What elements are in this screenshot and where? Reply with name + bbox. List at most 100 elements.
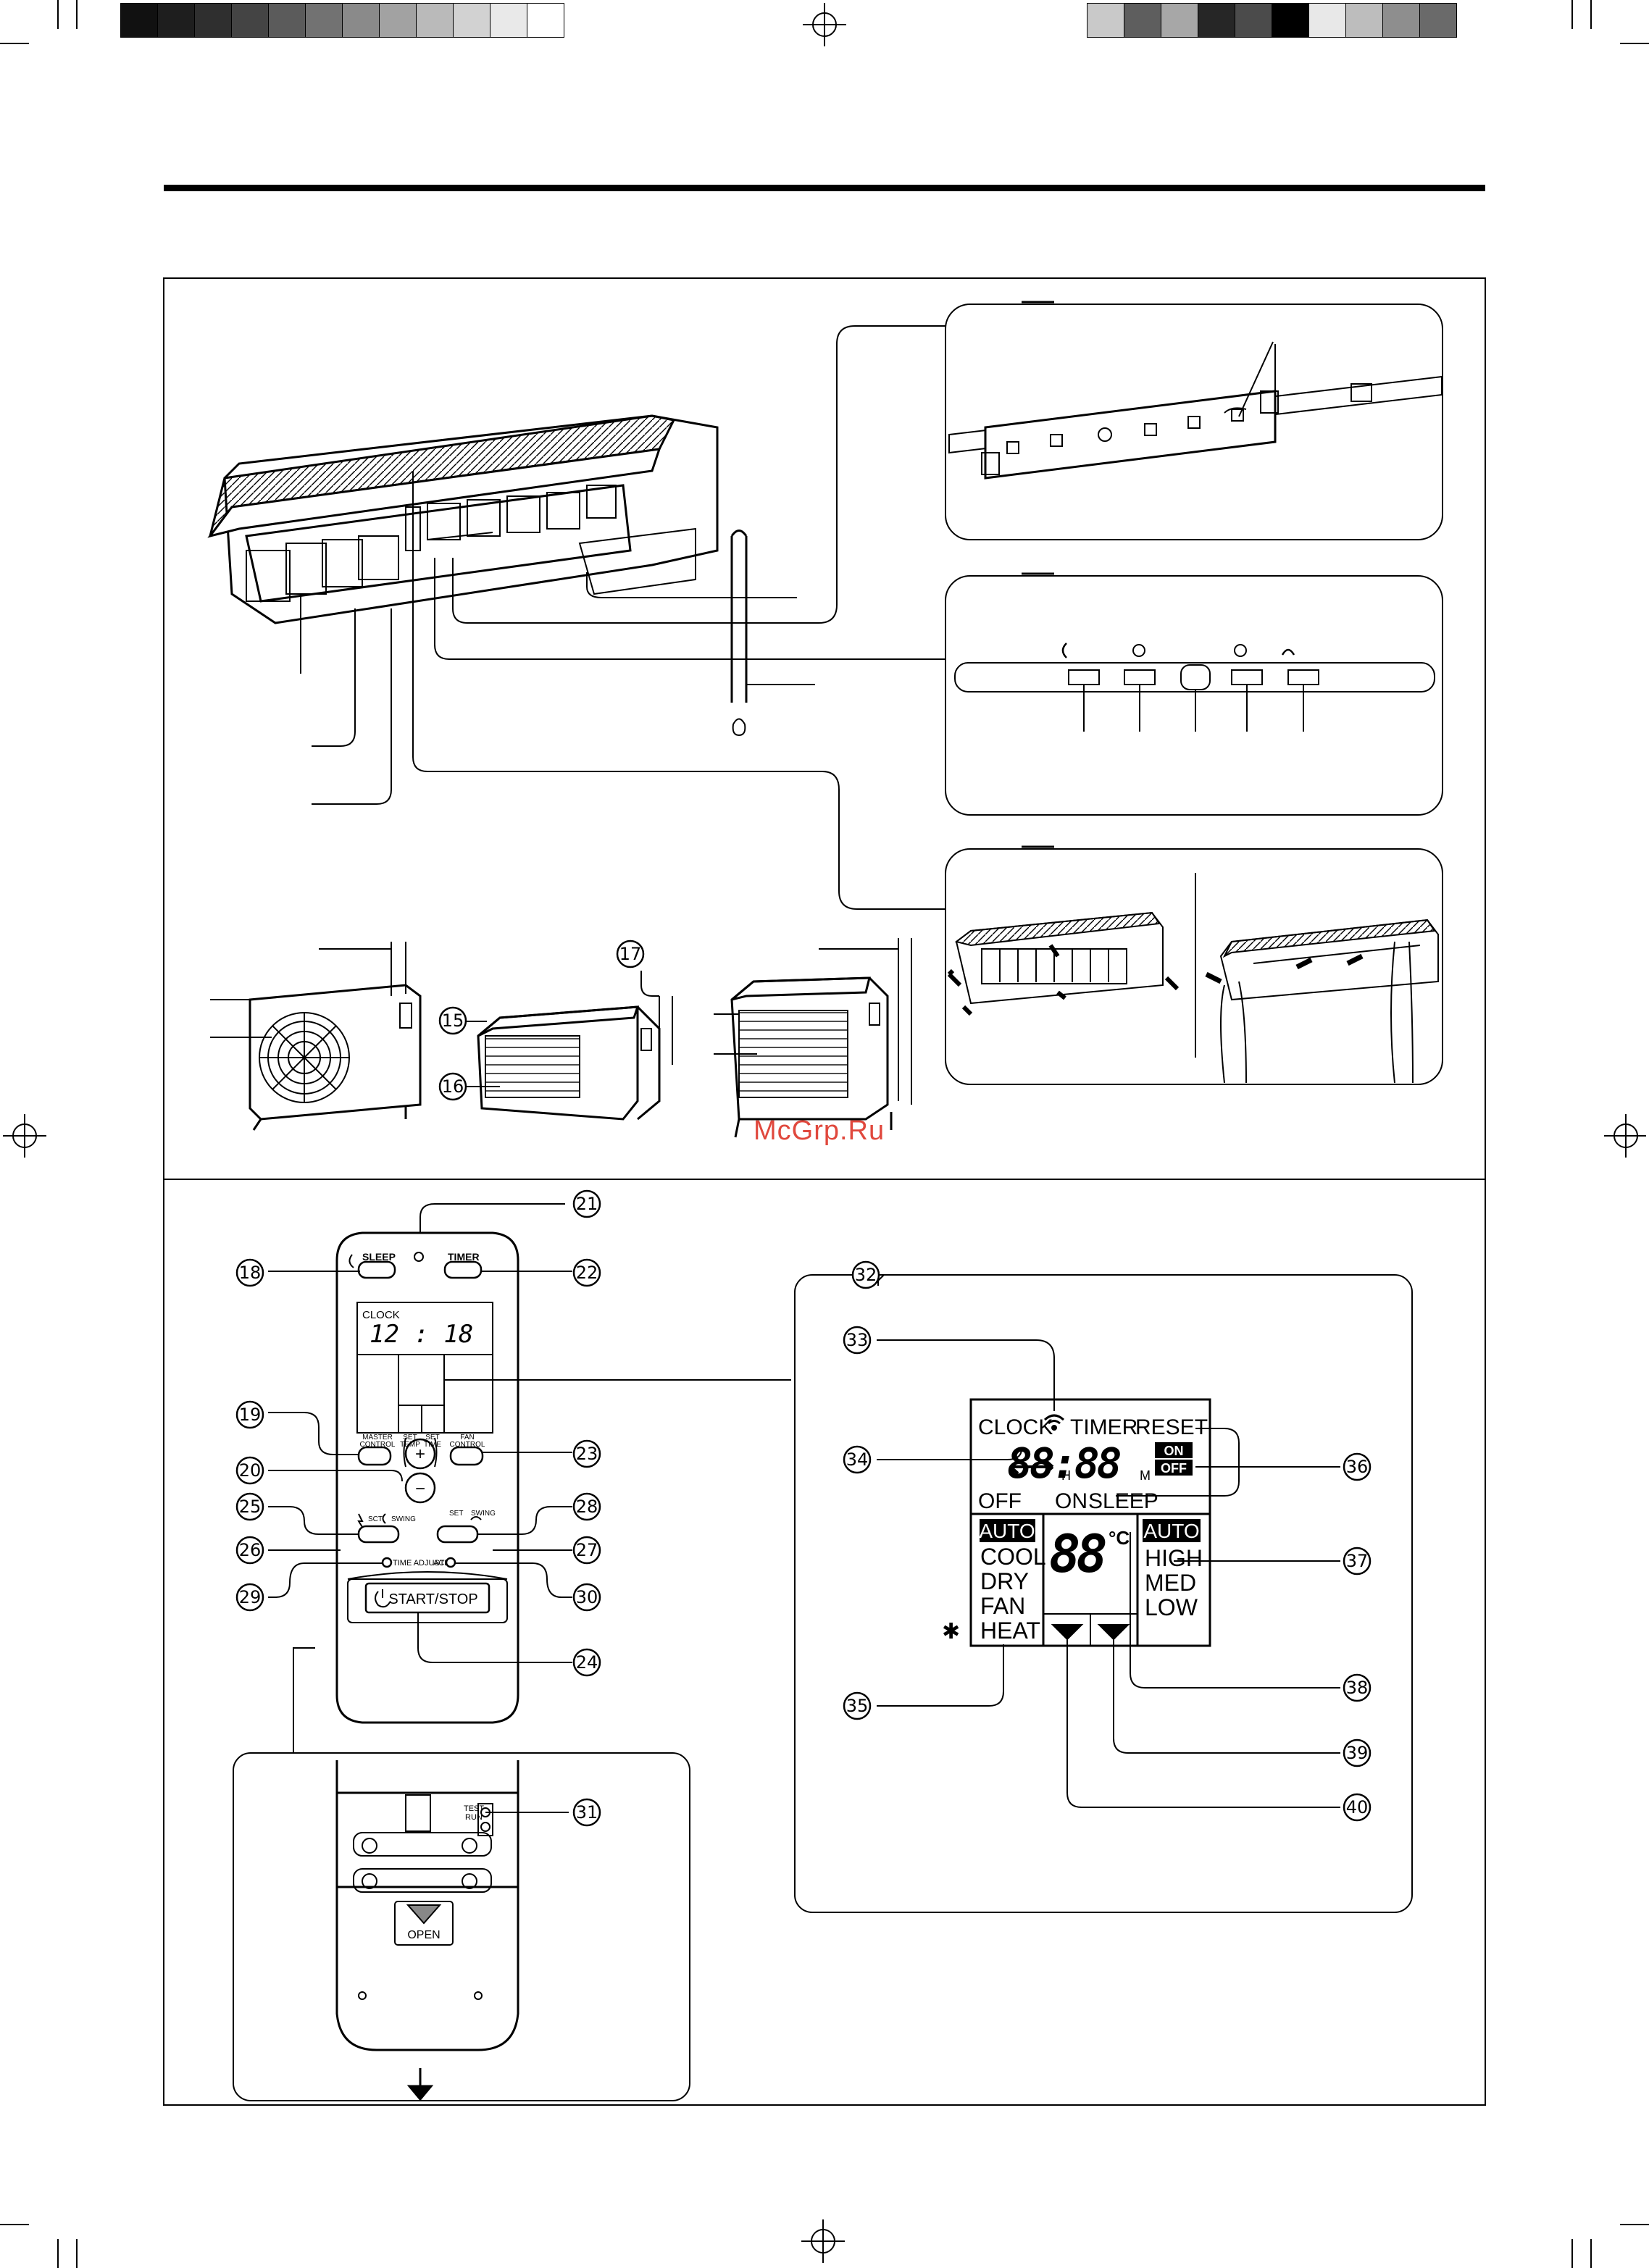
lcd-fan-low: LOW	[1145, 1594, 1198, 1620]
lcd-time-digits: 88:88	[1007, 1439, 1121, 1488]
color-swatch	[194, 3, 232, 38]
color-swatch	[1087, 3, 1124, 38]
set-temp-label-2: TEMP	[400, 1441, 420, 1449]
color-swatch	[120, 3, 158, 38]
lcd-timer: TIMER	[1070, 1415, 1137, 1439]
callout-16: 16	[442, 1076, 464, 1097]
color-swatch	[342, 3, 380, 38]
temp-up-button[interactable]	[404, 1438, 436, 1470]
time-adjust-button[interactable]	[381, 1557, 393, 1568]
lcd-indicator-right	[1097, 1624, 1130, 1641]
lcd-clock: CLOCK	[978, 1415, 1053, 1439]
watermark: McGrp.Ru	[753, 1116, 885, 1146]
lcd-mode-fan: FAN	[980, 1593, 1025, 1619]
acl-button[interactable]	[445, 1557, 456, 1568]
callout-35: 35	[846, 1696, 869, 1716]
fan-control-label-2: CONTROL	[450, 1441, 485, 1449]
callout-32: 32	[855, 1265, 877, 1285]
open-label: OPEN	[407, 1929, 440, 1941]
lcd-fan-auto: AUTO	[1143, 1520, 1199, 1542]
set-temp-label-1: SET	[403, 1434, 417, 1441]
lcd-temp-digits: 88	[1049, 1523, 1105, 1584]
power-icon	[375, 1589, 391, 1608]
outdoor-a-leaders	[210, 948, 391, 1038]
color-swatch	[453, 3, 490, 38]
timer-label: TIMER	[448, 1251, 480, 1263]
outdoor-unit-grille-type-b	[477, 996, 673, 1121]
fan-control-button[interactable]	[449, 1446, 484, 1466]
color-swatch	[1124, 3, 1161, 38]
sleep-button[interactable]	[357, 1260, 396, 1279]
color-swatch	[527, 3, 564, 38]
sleep-moon-icon	[348, 1254, 354, 1268]
remote-clock-label: CLOCK	[362, 1309, 400, 1321]
indoor-unit	[207, 414, 748, 737]
temp-down-button[interactable]	[404, 1472, 436, 1504]
detail-panel-filter	[945, 845, 1443, 1085]
plus-label: +	[415, 1444, 425, 1464]
sct-label: SCT	[368, 1515, 383, 1523]
master-control-button[interactable]	[357, 1446, 392, 1466]
callout-37: 37	[1346, 1551, 1369, 1571]
swing-left-label: SWING	[391, 1515, 416, 1523]
detail-panel-mount	[945, 301, 1443, 540]
callout-26: 26	[239, 1540, 262, 1560]
start-stop-button[interactable]	[364, 1582, 490, 1614]
lcd-labels: CLOCK TIMER RESET 88:88 H M ON OFF OFF O…	[942, 1415, 1208, 1644]
timer-button[interactable]	[443, 1260, 483, 1279]
remote-labels: SLEEP TIMER CLOCK 12 : 18 MASTER CONTROL…	[360, 1251, 496, 1941]
callout-21: 21	[576, 1194, 598, 1214]
lcd-hour-unit: H	[1061, 1468, 1071, 1483]
callout-18: 18	[239, 1263, 262, 1283]
color-swatch	[379, 3, 417, 38]
callout-28: 28	[576, 1497, 598, 1517]
start-stop-label: START/STOP	[388, 1591, 477, 1607]
lcd-mode-auto: AUTO	[979, 1520, 1035, 1542]
callout-36: 36	[1346, 1457, 1369, 1477]
master-control-label-2: CONTROL	[360, 1441, 396, 1449]
outdoor-unit-grille-type-c	[730, 938, 912, 1138]
callout-15: 15	[442, 1010, 464, 1031]
lcd-fan-med: MED	[1145, 1570, 1196, 1596]
color-swatch	[268, 3, 306, 38]
set-time-label-1: SET	[425, 1434, 439, 1441]
lcd-mode-dry: DRY	[980, 1568, 1029, 1594]
remote-buttons	[357, 1260, 490, 1614]
callout-20: 20	[239, 1460, 262, 1481]
time-adjust-label: TIME ADJUST	[393, 1559, 445, 1568]
lcd-indicator-left	[1051, 1624, 1084, 1641]
lcd-off-word: OFF	[978, 1489, 1022, 1513]
fan-sct-icon	[357, 1513, 364, 1528]
figure-frame	[163, 277, 1486, 2106]
color-swatch	[416, 3, 454, 38]
timer-clock-icon	[414, 1252, 424, 1262]
fan-control-label-1: FAN	[460, 1434, 474, 1441]
lcd-fan-high: HIGH	[1145, 1545, 1203, 1571]
registration-mark-top	[803, 3, 846, 46]
lcd-sleep: SLEEP	[1088, 1489, 1159, 1513]
lcd-asterisk: ✱	[942, 1619, 960, 1644]
callout-22: 22	[576, 1263, 598, 1283]
detail-panel-controls	[945, 572, 1443, 816]
lcd-off-badge: OFF	[1161, 1461, 1187, 1476]
callout-29: 29	[239, 1587, 262, 1607]
outdoor-b-leaders	[464, 971, 659, 1087]
callout-numbers: 17 15 16 18 19 20 21 22 23 24 25 26 27 2…	[239, 944, 1369, 1823]
color-swatch	[1198, 3, 1235, 38]
callout-40: 40	[1346, 1797, 1369, 1817]
outdoor-c-leaders	[714, 948, 898, 1055]
color-swatch	[1419, 3, 1457, 38]
swing-right-button[interactable]	[436, 1525, 479, 1544]
master-control-label-1: MASTER	[362, 1434, 393, 1441]
temp-rocker-outline	[403, 1437, 438, 1468]
callout-17: 17	[619, 944, 642, 964]
test-run-label-2: RUN	[465, 1813, 483, 1822]
outdoor-unit-fan-type	[249, 942, 422, 1131]
color-swatch	[1345, 3, 1383, 38]
swing-right-label: SWING	[471, 1510, 496, 1518]
swing-left-button[interactable]	[357, 1525, 400, 1544]
lcd-reset: RESET	[1135, 1415, 1208, 1439]
color-swatch	[1308, 3, 1346, 38]
